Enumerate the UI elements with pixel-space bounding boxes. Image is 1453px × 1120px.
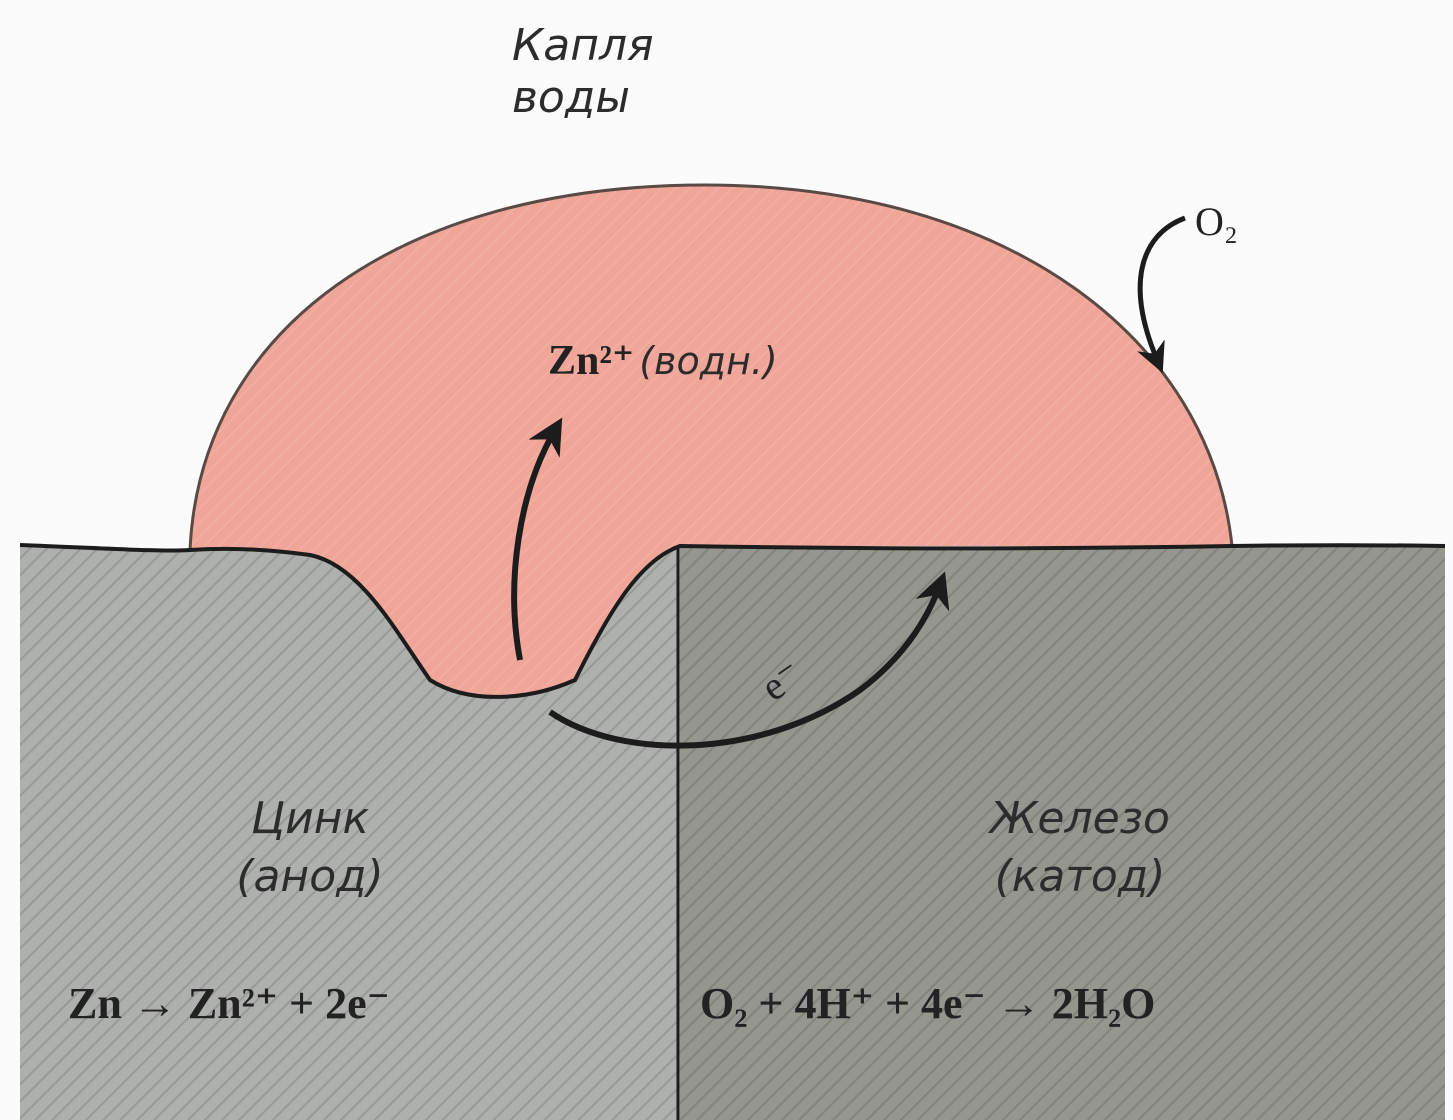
cathode-role-label: (катод) <box>940 848 1220 906</box>
drop-title-line1: Капля <box>512 20 654 72</box>
anode-metal-label: Цинк <box>210 790 410 848</box>
zinc-ion-label: Zn²⁺ <box>548 338 634 384</box>
anode-label: Цинк (анод) <box>210 790 410 906</box>
cathode-metal-label: Железо <box>940 790 1220 848</box>
drop-title: Капля воды <box>512 20 654 124</box>
anode-reaction: Zn → Zn²⁺ + 2e⁻ <box>68 978 390 1029</box>
anode-role-label: (анод) <box>210 848 410 906</box>
cathode-label: Железо (катод) <box>940 790 1220 906</box>
aqueous-state-label: (водн.) <box>639 339 778 383</box>
ion-label-group: Zn²⁺ (водн.) <box>548 335 778 385</box>
drop-title-line2: воды <box>512 72 654 124</box>
cathode-reaction: O₂ + 4H⁺ + 4e⁻ → 2H₂O <box>700 978 1155 1029</box>
oxygen-arrow <box>1140 218 1185 362</box>
oxygen-label: O₂ <box>1195 198 1238 245</box>
